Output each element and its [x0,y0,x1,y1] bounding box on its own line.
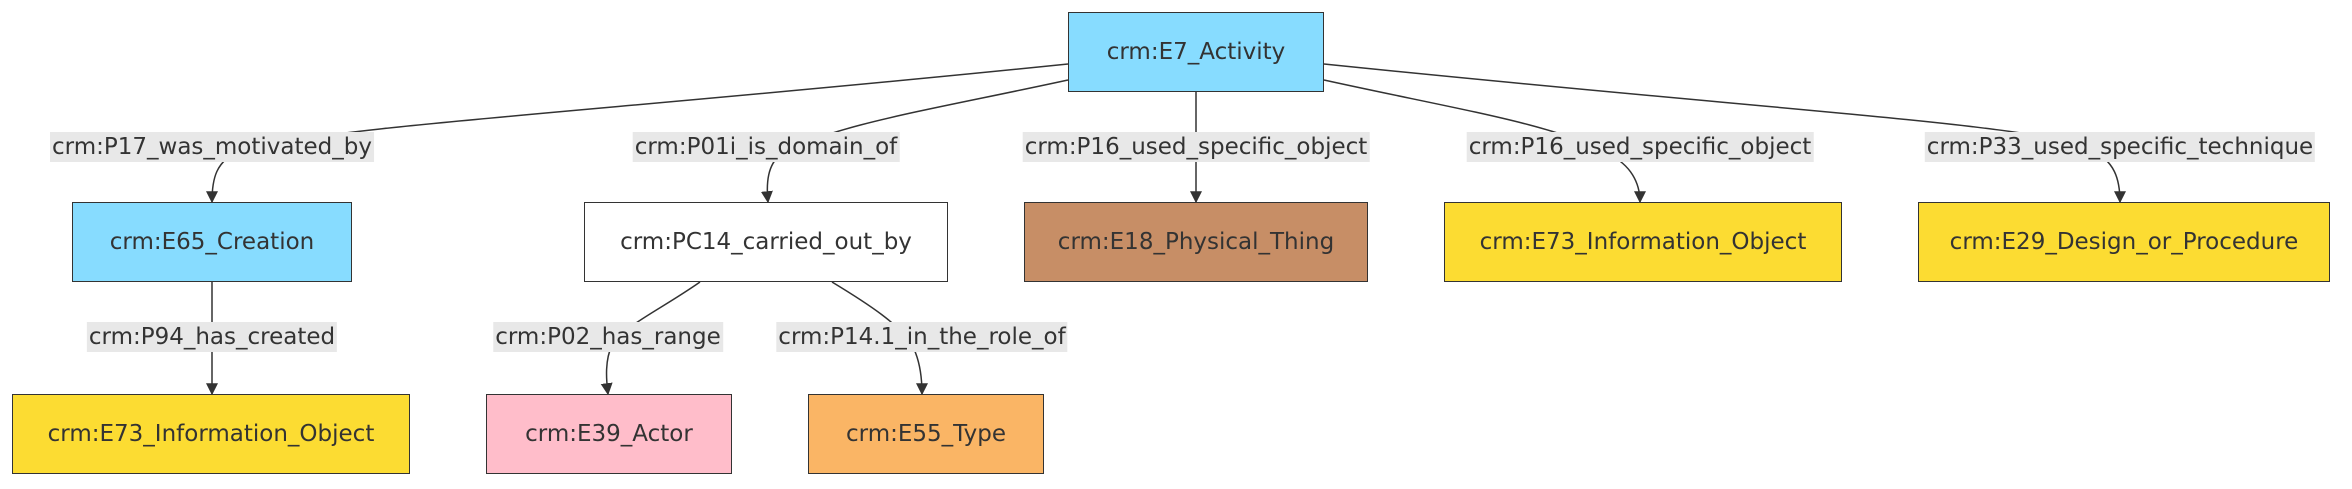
edge-label-p16-info: crm:P16_used_specific_object [1466,132,1814,162]
edge-label-p16-physical: crm:P16_used_specific_object [1022,132,1370,162]
edge-label-p02: crm:P02_has_range [493,322,723,352]
node-pc14-carried-out-by[interactable]: crm:PC14_carried_out_by [584,202,948,282]
edge-label-p33: crm:P33_used_specific_technique [1924,132,2316,162]
node-actor[interactable]: crm:E39_Actor [486,394,732,474]
node-activity[interactable]: crm:E7_Activity [1068,12,1324,92]
edge-label-p94: crm:P94_has_created [86,322,338,352]
node-information-object-bottom[interactable]: crm:E73_Information_Object [12,394,410,474]
node-information-object-right[interactable]: crm:E73_Information_Object [1444,202,1842,282]
edge-p17 [206,63,1069,204]
node-design-or-procedure[interactable]: crm:E29_Design_or_Procedure [1918,202,2330,282]
edge-p33 [1323,63,2126,204]
edge-label-p17: crm:P17_was_motivated_by [50,132,374,162]
node-creation[interactable]: crm:E65_Creation [72,202,352,282]
edge-label-p14-1: crm:P14.1_in_the_role_of [776,322,1068,352]
node-type[interactable]: crm:E55_Type [808,394,1044,474]
node-physical-thing[interactable]: crm:E18_Physical_Thing [1024,202,1368,282]
edge-label-p01i: crm:P01i_is_domain_of [632,132,900,162]
